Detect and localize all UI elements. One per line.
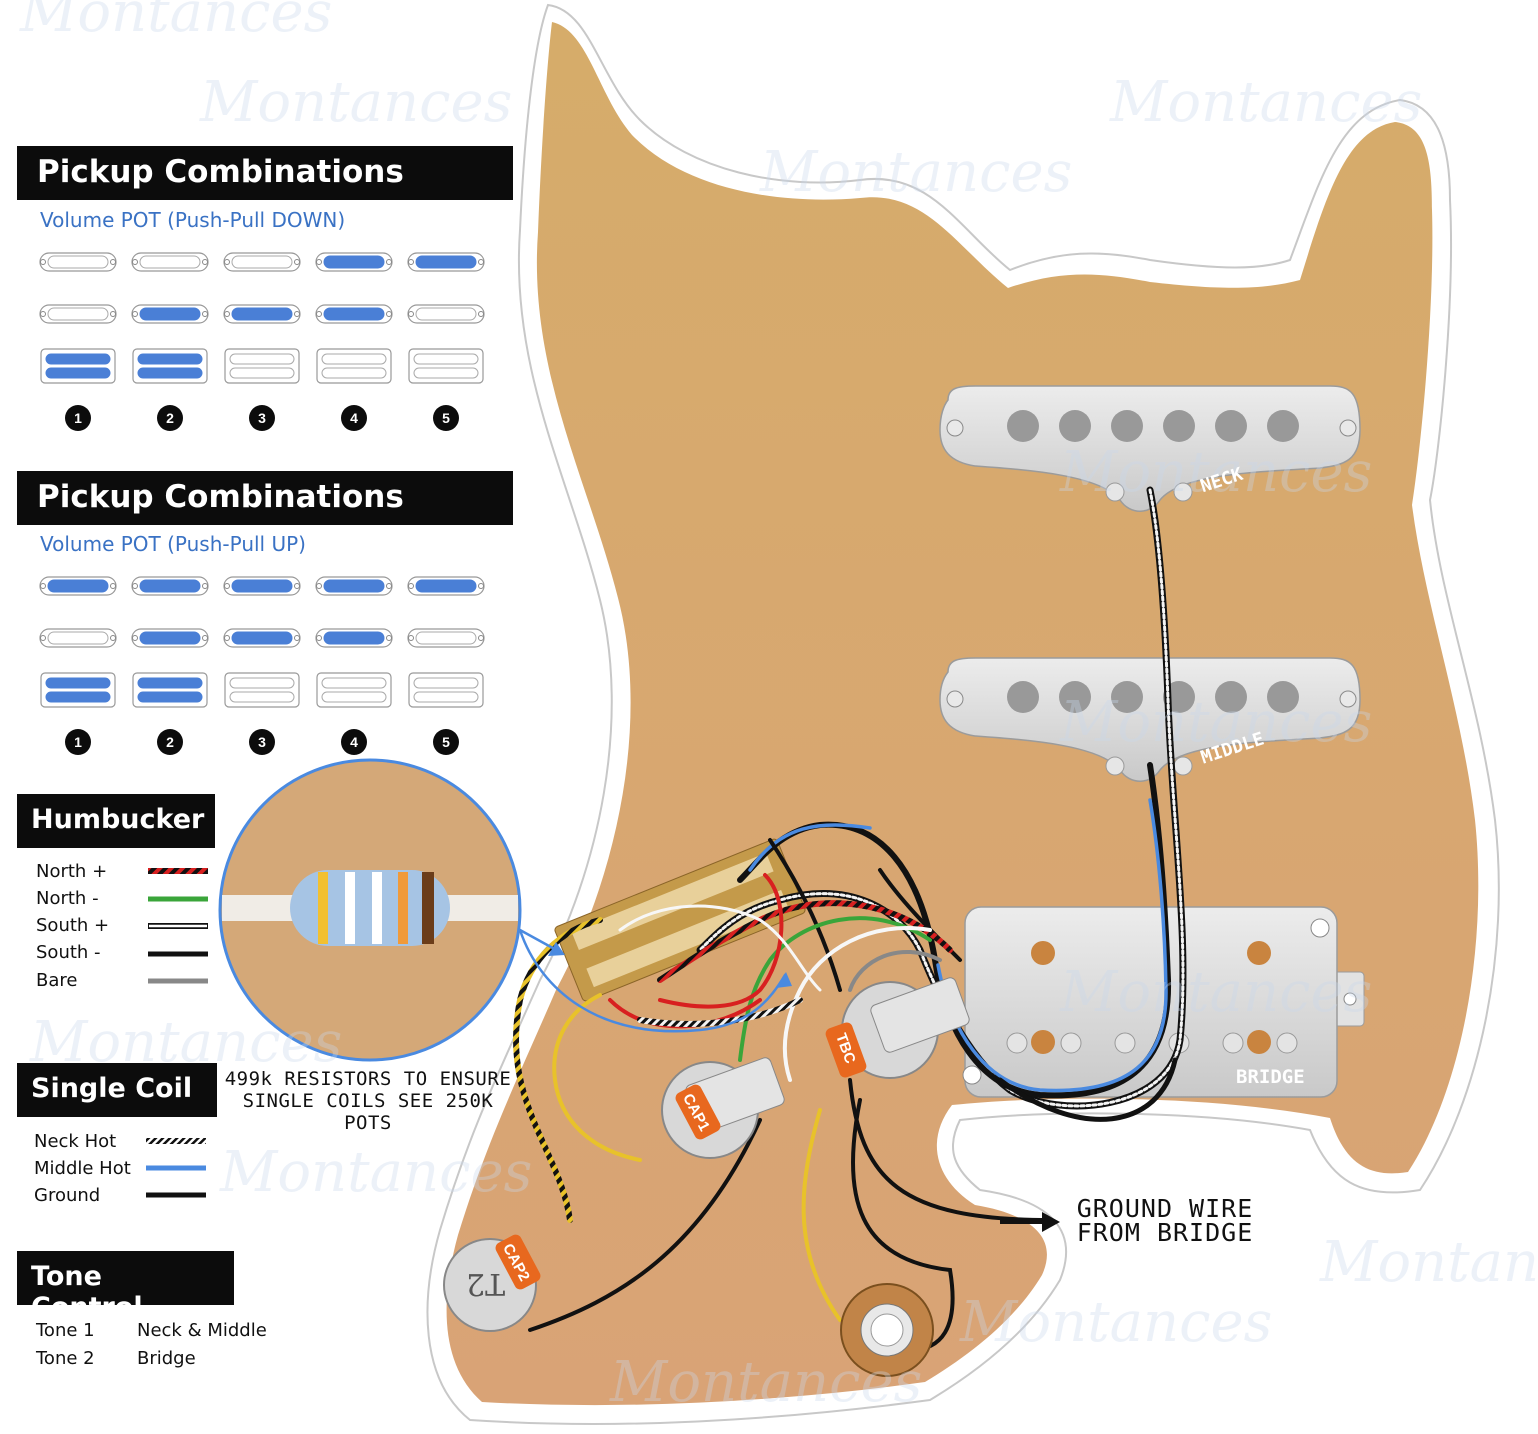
wiring	[512, 486, 1187, 1352]
legend-ground: Ground	[34, 1185, 101, 1206]
single-coil-icon	[223, 304, 301, 324]
single-coil-icon	[223, 252, 301, 272]
single-coil-icon	[223, 628, 301, 648]
single-coil-title: Single Coil	[17, 1063, 217, 1117]
legend-neck-hot: Neck Hot	[34, 1131, 117, 1152]
position-number-badge	[65, 729, 91, 755]
position-number: 5	[442, 734, 450, 750]
humbucker-icon	[40, 672, 116, 708]
position-number: 2	[166, 410, 174, 426]
panel2-title: Pickup Combinations	[17, 471, 513, 525]
single-coil-icon	[407, 252, 485, 272]
single-coil-icon	[131, 252, 209, 272]
humbucker-icon	[224, 672, 300, 708]
resistor-note: 499k RESISTORS TO ENSURE SINGLE COILS SE…	[218, 1068, 518, 1134]
single-coil-icon	[315, 628, 393, 648]
resistor-note-line1: 499k RESISTORS TO ENSURE	[224, 1068, 512, 1090]
position-number: 5	[442, 410, 450, 426]
t2-label: T2	[466, 1266, 506, 1301]
panel1-subtitle: Volume POT (Push-Pull DOWN)	[40, 208, 346, 232]
single-coil-icon	[39, 628, 117, 648]
resistor-magnifier	[218, 758, 522, 1062]
single-coil-icon	[223, 576, 301, 596]
single-coil-icon	[315, 576, 393, 596]
humbucker-swatches	[148, 868, 208, 984]
ground-arrowhead	[1042, 1212, 1060, 1232]
legend-south-plus: South +	[36, 915, 110, 936]
position-number-badge	[249, 405, 275, 431]
bridge-pickup	[962, 906, 1365, 1098]
humbucker-icon	[132, 348, 208, 384]
single-coil-icon	[39, 304, 117, 324]
panel1-title: Pickup Combinations	[17, 146, 513, 200]
position-number: 1	[74, 410, 82, 426]
tone1-value: Neck & Middle	[137, 1320, 267, 1341]
legend-middle-hot: Middle Hot	[34, 1158, 131, 1179]
ground-note-line1: GROUND WIRE	[1076, 1194, 1254, 1223]
single-coil-icon	[407, 628, 485, 648]
position-number-badge	[341, 405, 367, 431]
position-number: 4	[350, 410, 358, 426]
single-coil-icon	[131, 576, 209, 596]
position-number-badge	[65, 405, 91, 431]
output-jack	[840, 1283, 934, 1377]
humbucker-icon	[408, 672, 484, 708]
position-number: 3	[258, 410, 266, 426]
middle-pickup	[939, 657, 1361, 782]
humbucker-icon	[40, 348, 116, 384]
tbc-tag-shape	[825, 1022, 867, 1078]
position-number-badge	[157, 729, 183, 755]
tone1-name: Tone 1	[36, 1320, 95, 1341]
position-number: 1	[74, 734, 82, 750]
swatch-red-black-stripe	[148, 868, 208, 874]
single-coil-icon	[407, 576, 485, 596]
neck-pickup	[939, 385, 1361, 512]
position-number: 4	[350, 734, 358, 750]
position-number: 3	[258, 734, 266, 750]
swatch-black-white	[146, 1138, 206, 1144]
ground-note-line2: FROM BRIDGE	[1076, 1218, 1254, 1247]
single-coil-icon	[407, 304, 485, 324]
legend-bare: Bare	[36, 970, 78, 991]
humbucker-icon	[316, 672, 392, 708]
position-number-badge	[341, 729, 367, 755]
single-coil-icon	[315, 252, 393, 272]
humbucker-icon	[408, 348, 484, 384]
humbucker-icon	[316, 348, 392, 384]
tone2-value: Bridge	[137, 1348, 196, 1369]
resistor-arrowhead	[548, 942, 565, 956]
single-coil-icon	[39, 252, 117, 272]
bridge-pickup-label: BRIDGE	[1236, 1066, 1305, 1088]
position-number-badge	[433, 729, 459, 755]
position-number-badge	[157, 405, 183, 431]
legend-south-minus: South -	[36, 942, 101, 963]
grid1-svg: 1 2 3 4 5	[39, 252, 485, 431]
panel2-subtitle: Volume POT (Push-Pull UP)	[40, 532, 306, 556]
cap1-tag-shape	[675, 1084, 721, 1140]
tone2-name: Tone 2	[36, 1348, 95, 1369]
single-coil-swatches	[146, 1138, 206, 1198]
resistor-note-line2: SINGLE COILS SEE 250K POTS	[242, 1090, 494, 1134]
grid2-svg: 1 2 3 4 5	[39, 576, 485, 755]
cap2-tag-shape	[495, 1234, 541, 1290]
tbc-pot	[841, 977, 970, 1079]
tone-control-title: Tone Control	[17, 1251, 234, 1323]
legend-north-minus: North -	[36, 888, 99, 909]
humbucker-icon	[132, 672, 208, 708]
legend-north-plus: North +	[36, 861, 108, 882]
single-coil-icon	[315, 304, 393, 324]
resistor-arrowhead-2	[776, 972, 792, 988]
position-number-badge	[433, 405, 459, 431]
single-coil-icon	[131, 628, 209, 648]
humbucker-icon	[224, 348, 300, 384]
single-coil-icon	[39, 576, 117, 596]
single-coil-icon	[131, 304, 209, 324]
humbucker-title: Humbucker	[17, 794, 215, 848]
position-number: 2	[166, 734, 174, 750]
ground-note: GROUND WIRE FROM BRIDGE	[1060, 1194, 1270, 1247]
position-number-badge	[249, 729, 275, 755]
